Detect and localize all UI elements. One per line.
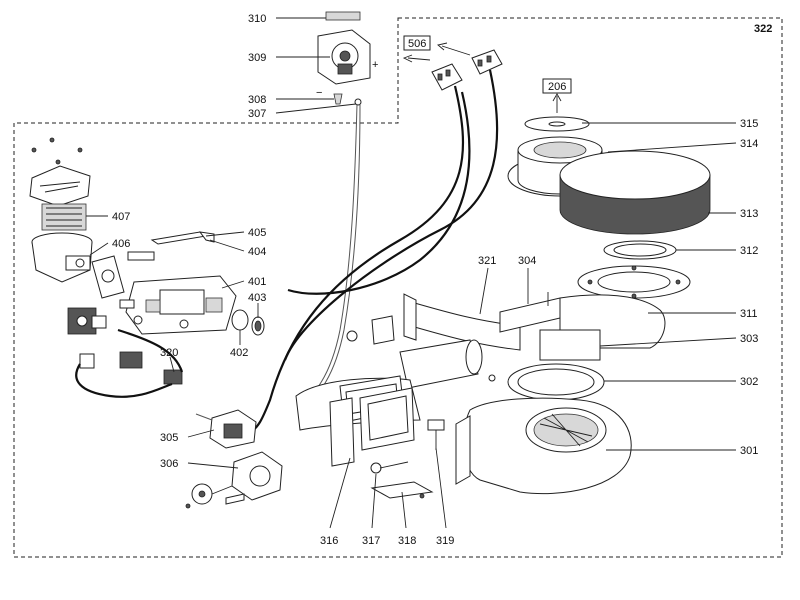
pipe-404 [127,231,215,261]
svg-text:506: 506 [408,38,426,50]
label-320: 320 [160,347,178,359]
label-401: 401 [248,276,266,288]
label-302: 302 [740,376,758,388]
label-407: 407 [112,211,130,223]
svg-text:206: 206 [548,81,566,93]
connector-plugs [431,49,503,91]
label-319: 319 [436,535,454,547]
ref-box-206: 206 [542,78,572,94]
bracket-plate [346,315,395,345]
flange-ring-305 [577,265,691,299]
silencer-313 [559,150,711,235]
label-310: 310 [248,13,266,25]
nozzle-319 [427,419,445,450]
electrode-317 [370,461,409,474]
cable-main-c [287,91,471,295]
label-309: 309 [248,52,266,64]
label-304: 304 [518,255,536,267]
label-313: 313 [740,208,758,220]
label-315: 315 [740,118,758,130]
label-406: 406 [112,238,130,250]
gasket-312 [603,240,677,260]
screws-top-left [31,137,83,165]
label-311: 311 [740,308,758,320]
adapter-306 [185,451,283,509]
label-316: 316 [320,535,338,547]
label-303: 303 [740,333,758,345]
mixing-tube [399,339,496,389]
gasket-402 [231,309,249,331]
label-308: 308 [248,94,266,106]
gasket-302 [507,363,605,401]
plate-318 [370,481,434,499]
arrow-to-506-b [437,42,471,56]
gasket-316 [329,397,355,467]
burner-head-plate [295,375,421,451]
label-312: 312 [740,245,758,257]
nozzle-308 [333,93,343,105]
fan-301 [455,397,632,495]
plus-sign: + [372,59,378,71]
arrow-to-506 [402,54,431,63]
minus-sign: − [316,87,322,99]
assembly-boundary [13,17,783,558]
cable-main-a [249,85,465,433]
label-307: 307 [248,108,266,120]
ring-403 [251,316,265,336]
solenoid-coil [67,307,107,335]
tube-307 [299,98,362,405]
label-405: 405 [248,227,266,239]
ref-box-506: 506 [403,35,431,51]
label-321: 321 [478,255,496,267]
leader-lines [86,17,737,529]
label-314: 314 [740,138,758,150]
label-318: 318 [398,535,416,547]
gas-valve-401 [91,255,237,335]
label-403: 403 [248,292,266,304]
label-301: 301 [740,445,758,457]
plug-320 [75,328,184,398]
filter-housing-406 [31,232,93,283]
filter-element-407 [41,203,87,231]
label-305: 305 [160,432,178,444]
filter-cover-407 [29,165,91,207]
washer-315 [524,116,590,132]
duct-303 [539,329,601,361]
tube-321 [403,293,521,351]
pressure-switch-309: − + [316,11,378,99]
assembly-label-322: 322 [754,23,772,35]
igniter-305 [195,409,257,449]
label-317: 317 [362,535,380,547]
arrow-to-206 [552,93,562,113]
label-404: 404 [248,246,266,258]
cable-main-b [283,69,499,361]
label-402: 402 [230,347,248,359]
label-306: 306 [160,458,178,470]
